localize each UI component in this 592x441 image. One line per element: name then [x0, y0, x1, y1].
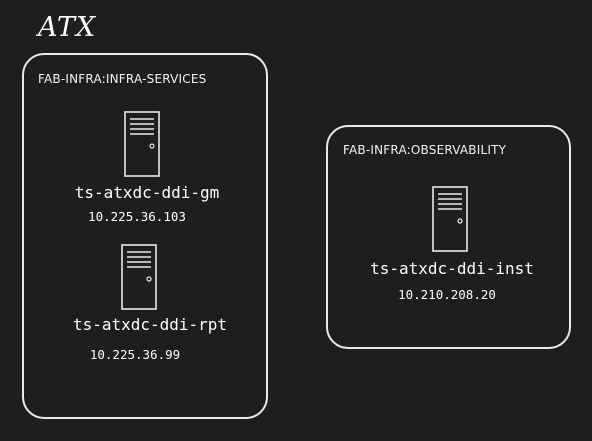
group-label-infra-services: FAB-INFRA:INFRA-SERVICES: [38, 72, 207, 86]
host-ip-ddi-gm: 10.225.36.103: [88, 209, 186, 224]
server-icon: [121, 244, 157, 310]
server-icon: [432, 186, 468, 252]
group-infra-services: [22, 53, 268, 419]
group-label-observability: FAB-INFRA:OBSERVABILITY: [343, 143, 507, 157]
host-ip-ddi-rpt: 10.225.36.99: [89, 347, 181, 362]
group-observability: [326, 125, 571, 349]
server-icon: [124, 111, 160, 177]
host-ip-ddi-inst: 10.210.208.20: [398, 287, 496, 302]
host-name-ddi-inst: ts-atxdc-ddi-inst: [370, 259, 534, 278]
host-name-ddi-rpt: ts-atxdc-ddi-rpt: [72, 315, 228, 334]
host-name-ddi-gm: ts-atxdc-ddi-gm: [74, 183, 220, 202]
region-title: ATX: [38, 12, 97, 43]
